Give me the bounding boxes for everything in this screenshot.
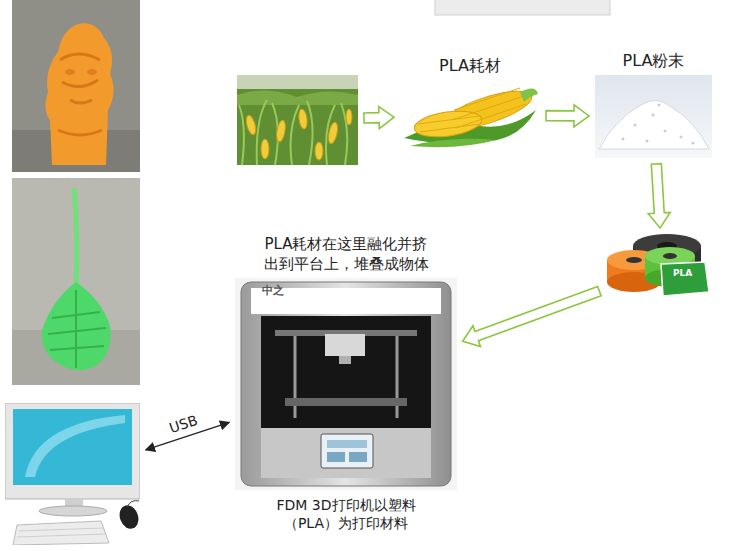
- photo-heading: PLA粉末: [623, 50, 685, 71]
- computer-illustration: [5, 403, 140, 545]
- photo-heading: PLA耗材: [439, 55, 501, 76]
- corn-photo-art: [400, 80, 540, 150]
- flow-arrow: [648, 164, 670, 228]
- powder-photo-art: [595, 75, 712, 158]
- cropped-photo: [435, 0, 610, 15]
- cornfield-photo-art: [237, 75, 358, 165]
- printer-photo-art: [235, 278, 457, 490]
- orange-statue-photo: [12, 0, 140, 172]
- corn-photo: PLA耗材: [400, 80, 540, 150]
- spool-label-text: PLA: [671, 267, 694, 279]
- cornfield-photo: [237, 75, 358, 165]
- flow-arrow: [546, 105, 589, 127]
- filament-spool-photo: PLA: [605, 234, 720, 302]
- edge-label: USB: [165, 411, 201, 436]
- computer-illustration-art: [5, 403, 140, 545]
- flow-arrow: [364, 107, 394, 129]
- powder-photo: PLA粉末: [595, 75, 712, 158]
- filament-spool-photo-art: [605, 234, 720, 302]
- photo-caption: FDM 3D打印机以塑料（PLA）为打印材料: [264, 496, 428, 532]
- printer-photo: PLA耗材在这里融化并挤出到平台上，堆叠成物体FDM 3D打印机以塑料（PLA）…: [235, 278, 457, 490]
- flow-arrow: [463, 286, 601, 346]
- printer-logo: 中之: [262, 283, 284, 298]
- green-tree-photo: [12, 178, 140, 385]
- photo-heading: PLA耗材在这里融化并挤出到平台上，堆叠成物体: [258, 234, 434, 274]
